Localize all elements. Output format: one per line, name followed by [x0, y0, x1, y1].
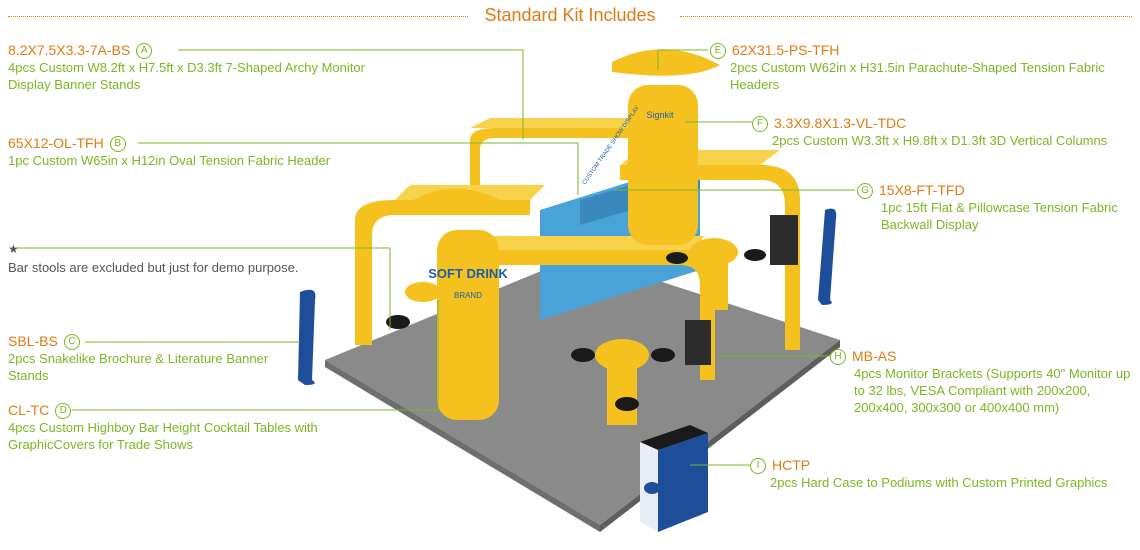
- podium-top: [640, 425, 708, 450]
- kit-item-c: SBL-BS C 2pcs Snakelike Brochure & Litera…: [8, 333, 308, 384]
- item-description: 4pcs Custom W8.2ft x H7.5ft x D3.3ft 7-S…: [8, 60, 365, 92]
- title-rule-left: [8, 16, 468, 17]
- bar-stool-4: [615, 397, 639, 411]
- item-code: 8.2X7.5X3.3-7A-BS: [8, 42, 131, 58]
- kit-item-b: 65X12-OL-TFH B 1pc Custom W65in x H12in O…: [8, 135, 408, 169]
- parachute-header-back: [612, 49, 720, 76]
- brochure-stand-left: [298, 289, 316, 385]
- cocktail-table-front-cover: [607, 360, 637, 425]
- graphic-headline: SOFT DRINK: [428, 266, 508, 281]
- kit-item-i: I HCTP 2pcs Hard Case to Podiums with Cus…: [750, 457, 1138, 491]
- monitor-front: [685, 320, 711, 365]
- letter-badge: A: [136, 42, 153, 59]
- item-code: CL-TC: [8, 402, 50, 418]
- item-description: 2pcs Custom W3.3ft x H9.8ft x D1.3ft 3D …: [772, 133, 1108, 148]
- arch-left: [355, 200, 530, 345]
- letter-badge: D: [55, 402, 72, 419]
- item-code: HCTP: [772, 457, 811, 473]
- item-code: 62X31.5-PS-TFH: [732, 42, 840, 58]
- vertical-column-front: [437, 230, 499, 420]
- leader-a: [178, 49, 524, 140]
- bar-stool-1: [386, 315, 410, 329]
- item-description: 4pcs Custom Highboy Bar Height Cocktail …: [8, 420, 318, 452]
- letter-badge: E: [710, 42, 726, 59]
- letter-badge: B: [109, 135, 126, 152]
- letter-badge: G: [857, 182, 873, 199]
- bar-stool-3: [651, 348, 675, 362]
- item-description: 1pc Custom W65in x H12in Oval Tension Fa…: [8, 153, 331, 168]
- item-code: 15X8-FT-TFD: [879, 182, 965, 198]
- item-code: SBL-BS: [8, 333, 58, 349]
- bar-stool-6: [744, 249, 766, 261]
- leader-e: [657, 49, 708, 70]
- item-code: 65X12-OL-TFH: [8, 135, 104, 151]
- star-icon: ★: [8, 242, 19, 256]
- item-code: 3.3X9.8X1.3-VL-TDC: [774, 115, 907, 131]
- podium-logo: [644, 482, 660, 494]
- demo-note: Bar stools are excluded but just for dem…: [8, 260, 299, 275]
- arch-back-left: [470, 128, 640, 190]
- leader-d: [72, 300, 439, 411]
- graphic-tag: BRAND: [454, 291, 482, 300]
- item-description: 1pc 15ft Flat & Pillowcase Tension Fabri…: [881, 200, 1118, 232]
- brochure-stand-right: [818, 208, 837, 305]
- bar-stool-5: [666, 252, 688, 264]
- sign-logo: Signkit: [646, 110, 674, 120]
- letter-badge: H: [830, 348, 846, 365]
- kit-item-h: H MB-AS 4pcs Monitor Brackets (Supports 4…: [830, 348, 1138, 416]
- item-description: 4pcs Monitor Brackets (Supports 40" Moni…: [854, 366, 1131, 415]
- vertical-column-back: [628, 85, 698, 245]
- item-code: MB-AS: [852, 348, 897, 364]
- floor-edge-left: [325, 360, 600, 532]
- leader-note: [16, 247, 391, 330]
- arch-right: [620, 165, 800, 350]
- leader-b: [138, 142, 579, 195]
- letter-badge: C: [63, 333, 80, 350]
- podium-side: [658, 433, 708, 532]
- title-rule-right: [680, 16, 1132, 17]
- kit-item-d: CL-TC D 4pcs Custom Highboy Bar Height Co…: [8, 402, 358, 453]
- letter-badge: F: [752, 115, 768, 132]
- item-description: 2pcs Snakelike Brochure & Literature Ban…: [8, 351, 269, 383]
- leader-lines: [16, 49, 855, 466]
- parachute-header-front: [405, 188, 500, 215]
- arch-back-top: [470, 118, 650, 128]
- kit-item-f: F 3.3X9.8X1.3-VL-TDC 2pcs Custom W3.3ft x…: [752, 115, 1137, 149]
- letter-badge: I: [750, 457, 766, 474]
- kit-item-a: 8.2X7.5X3.3-7A-BS A 4pcs Custom W8.2ft x …: [8, 42, 408, 93]
- item-description: 2pcs Custom W62in x H31.5in Parachute-Sh…: [730, 60, 1105, 92]
- cocktail-table-back-cover: [700, 255, 728, 310]
- kit-item-e: E 62X31.5-PS-TFH 2pcs Custom W62in x H31.…: [710, 42, 1135, 93]
- page-title: Standard Kit Includes: [484, 5, 656, 25]
- bar-stool-2: [571, 348, 595, 362]
- kit-item-g: G 15X8-FT-TFD 1pc 15ft Flat & Pillowcase …: [857, 182, 1137, 233]
- cocktail-table-left: [405, 282, 441, 302]
- monitor-right: [770, 215, 798, 265]
- item-description: 2pcs Hard Case to Podiums with Custom Pr…: [770, 475, 1108, 490]
